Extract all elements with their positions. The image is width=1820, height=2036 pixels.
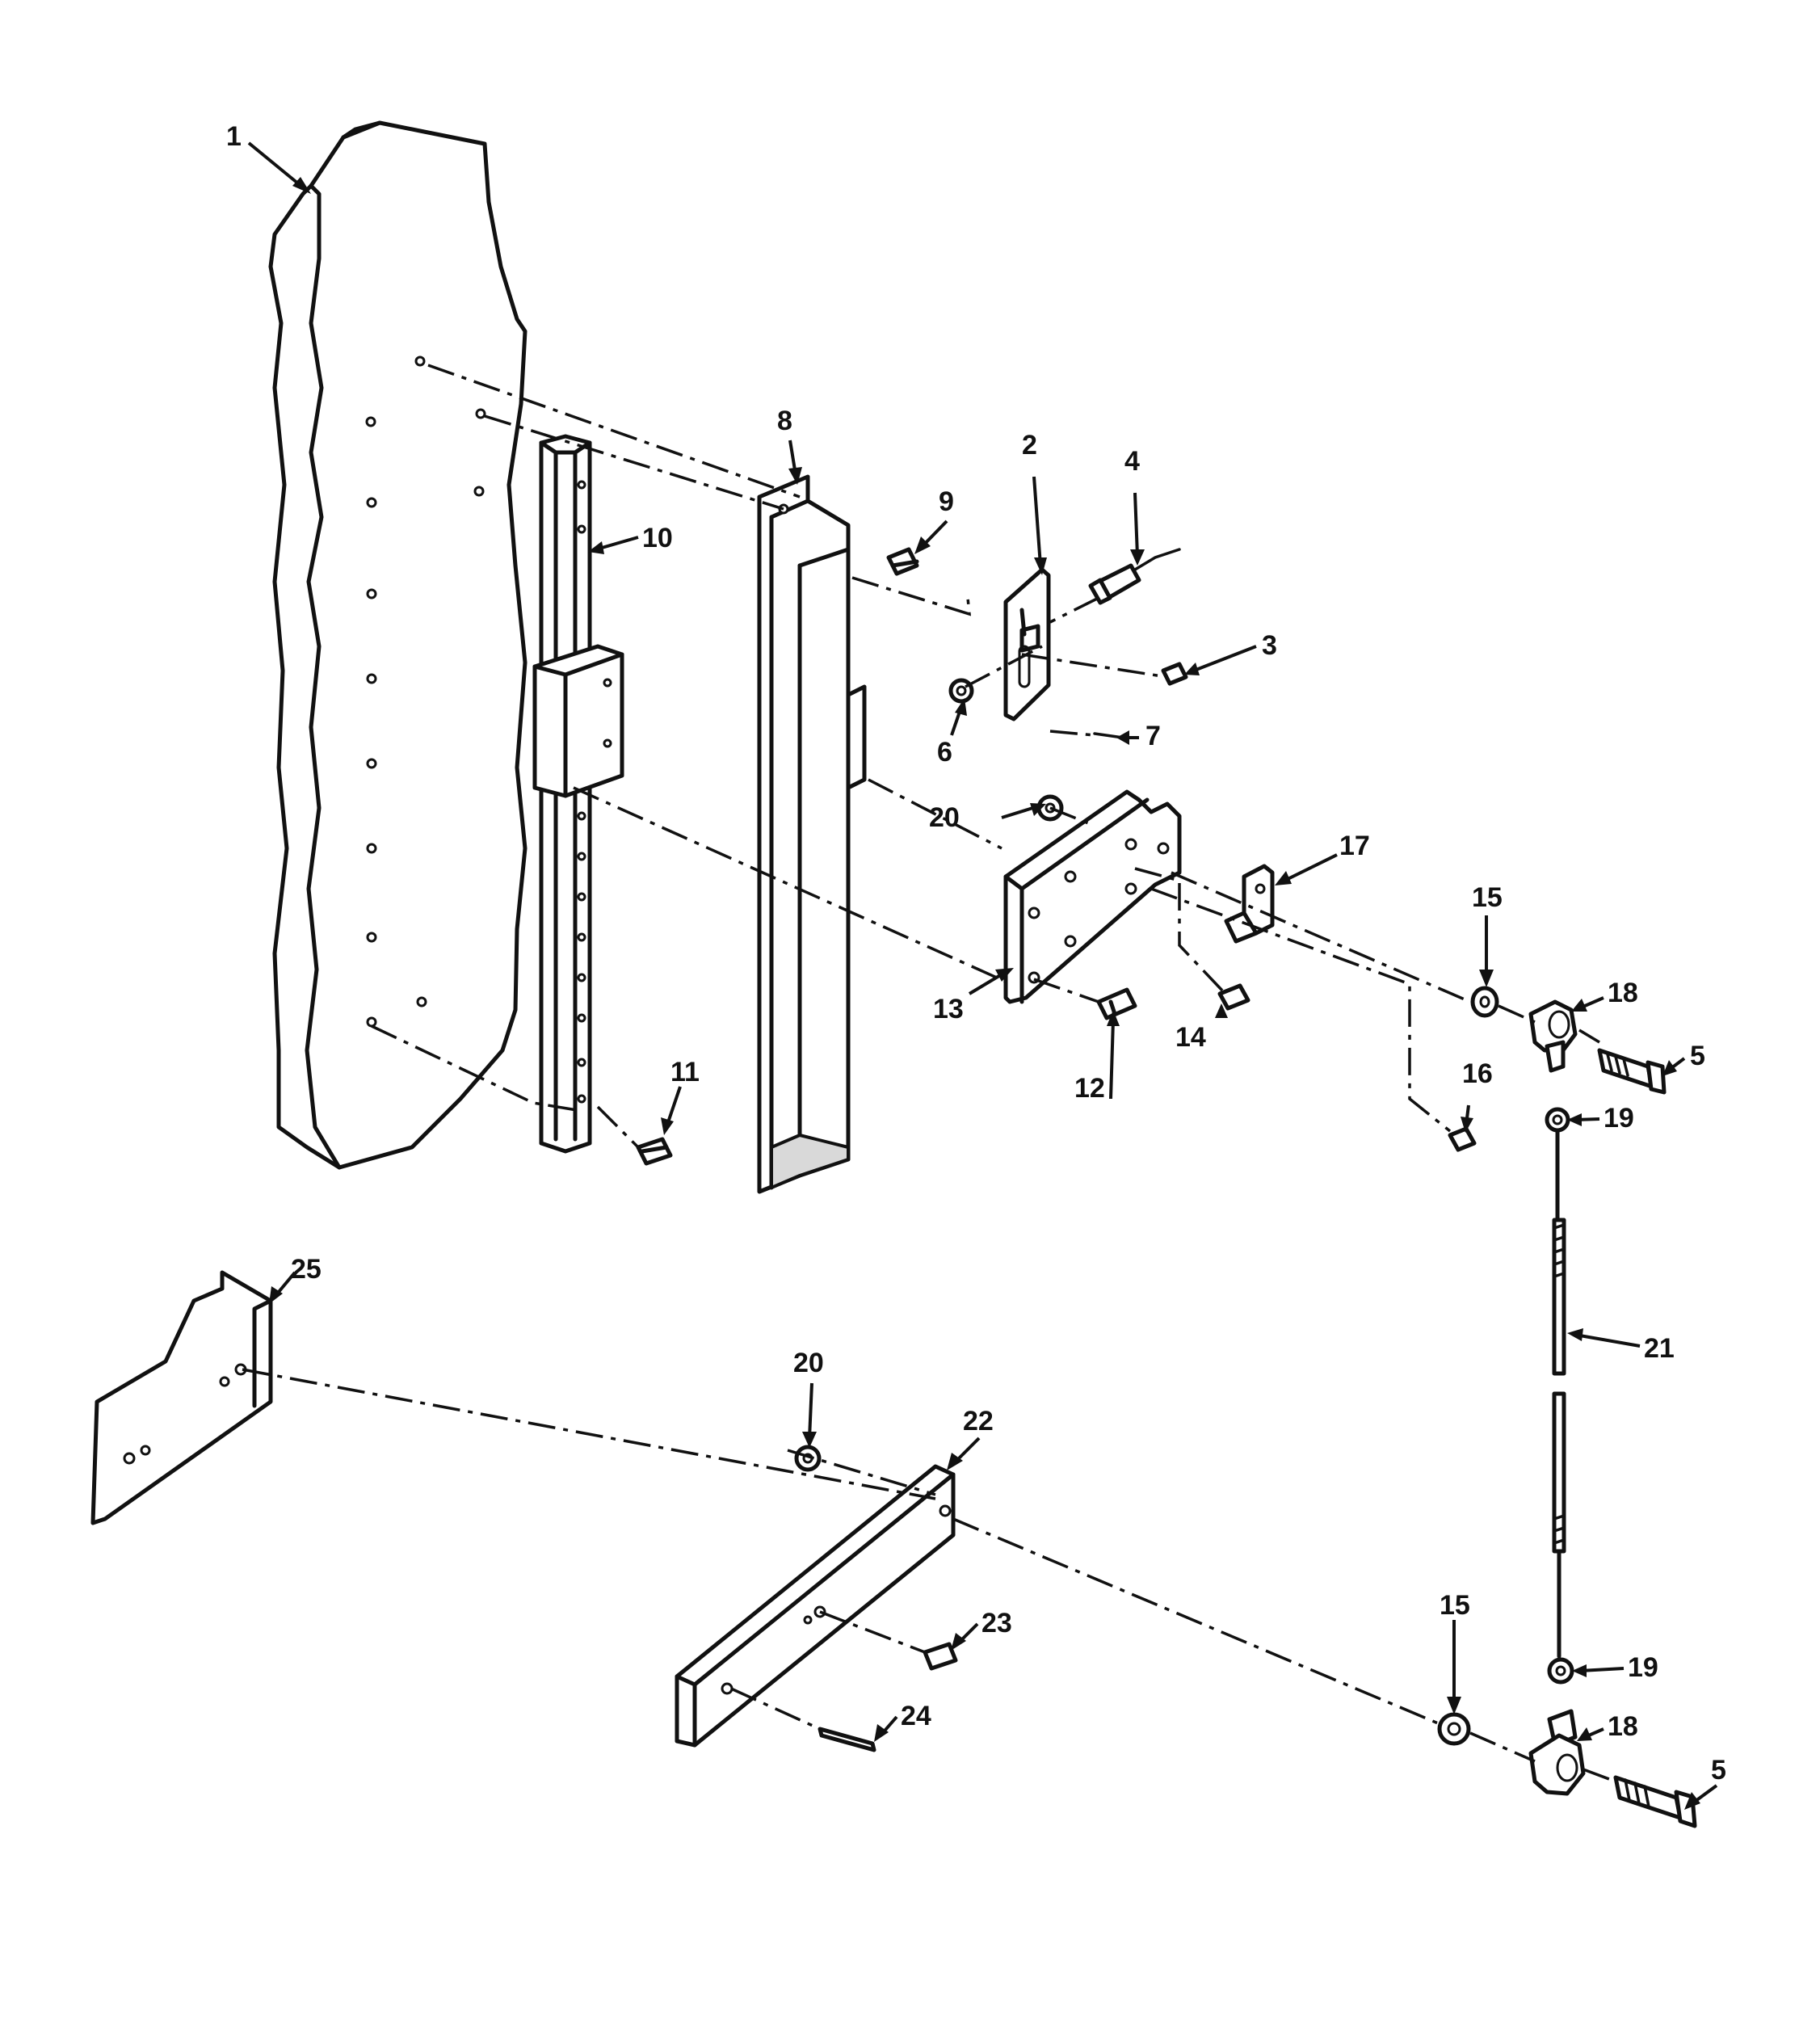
bracket-part-2 <box>1003 567 1051 721</box>
callout-18-upper: 18 <box>1608 978 1638 1008</box>
screw-part-12 <box>1096 987 1137 1020</box>
callout-7: 7 <box>1145 721 1161 751</box>
channel-body <box>757 474 851 1194</box>
callout-9: 9 <box>939 486 954 517</box>
callout-12: 12 <box>1074 1073 1105 1104</box>
callout-4: 4 <box>1124 446 1140 477</box>
callout-5-lower: 5 <box>1711 1755 1726 1786</box>
callout-6: 6 <box>937 737 952 768</box>
sensor-part-4 <box>1088 548 1181 605</box>
callout-16: 16 <box>1462 1058 1493 1089</box>
nut-part-19-lower <box>1547 1657 1574 1685</box>
panel-outline <box>268 120 528 1170</box>
rod-end-part-18-upper <box>1528 999 1578 1073</box>
callout-15-lower: 15 <box>1440 1590 1470 1621</box>
rail-carriage-block <box>532 644 624 798</box>
callout-18-lower: 18 <box>1608 1711 1638 1742</box>
panel-top-edge <box>341 120 382 140</box>
callout-2: 2 <box>1022 430 1037 461</box>
callout-11: 11 <box>670 1057 700 1087</box>
washer-part-15-lower <box>1437 1712 1471 1746</box>
threaded-rod-part-21 <box>1552 1129 1566 1659</box>
nut-part-19-upper <box>1545 1107 1570 1133</box>
bracket-part-25 <box>90 1270 273 1525</box>
nut-part-6 <box>948 678 974 704</box>
pin-part-24 <box>818 1727 876 1752</box>
screw-part-3 <box>1161 662 1188 686</box>
callout-5-upper: 5 <box>1690 1041 1705 1071</box>
callout-20-upper: 20 <box>929 802 960 833</box>
callout-8: 8 <box>777 406 792 436</box>
panel-edge-thickness <box>305 183 342 1170</box>
screw-part-23 <box>923 1642 958 1671</box>
screw-part-9 <box>886 547 919 576</box>
nut-part-20-lower <box>794 1445 822 1472</box>
channel-side-block <box>846 684 867 790</box>
callout-24: 24 <box>901 1701 931 1731</box>
rod-end-part-18-lower <box>1528 1709 1586 1796</box>
rail-holes <box>577 480 586 1104</box>
callout-3: 3 <box>1262 630 1277 661</box>
callout-13: 13 <box>933 994 964 1024</box>
panel-part-1 <box>268 120 528 1170</box>
screw-part-16 <box>1448 1126 1477 1152</box>
callout-14: 14 <box>1175 1022 1206 1053</box>
screw-part-11 <box>636 1137 673 1166</box>
washer-part-15-upper <box>1470 986 1499 1018</box>
bar-part-22 <box>675 1464 956 1748</box>
bolt-part-5-lower <box>1613 1775 1697 1828</box>
callout-17: 17 <box>1339 831 1370 861</box>
callout-23: 23 <box>981 1608 1012 1638</box>
screw-part-14 <box>1217 983 1250 1011</box>
callout-22: 22 <box>963 1406 994 1437</box>
plate-part-13 <box>1003 789 1182 1004</box>
channel-part-8 <box>757 474 867 1194</box>
callout-21: 21 <box>1644 1333 1675 1364</box>
callout-1: 1 <box>226 121 242 152</box>
callout-leaders <box>247 141 1718 1810</box>
callout-19-upper: 19 <box>1604 1103 1634 1134</box>
callout-25: 25 <box>291 1254 322 1285</box>
callout-10: 10 <box>642 523 673 553</box>
bolt-part-5-upper <box>1597 1048 1667 1095</box>
callout-19-lower: 19 <box>1628 1652 1658 1683</box>
callout-15-upper: 15 <box>1472 882 1503 913</box>
callout-20-lower: 20 <box>793 1348 824 1378</box>
rail-part-10 <box>532 434 624 1154</box>
callout-labels: 1 2 3 4 5 5 6 7 8 9 10 11 12 13 14 15 15… <box>226 121 1726 1786</box>
assembly-lines <box>242 364 1616 1783</box>
